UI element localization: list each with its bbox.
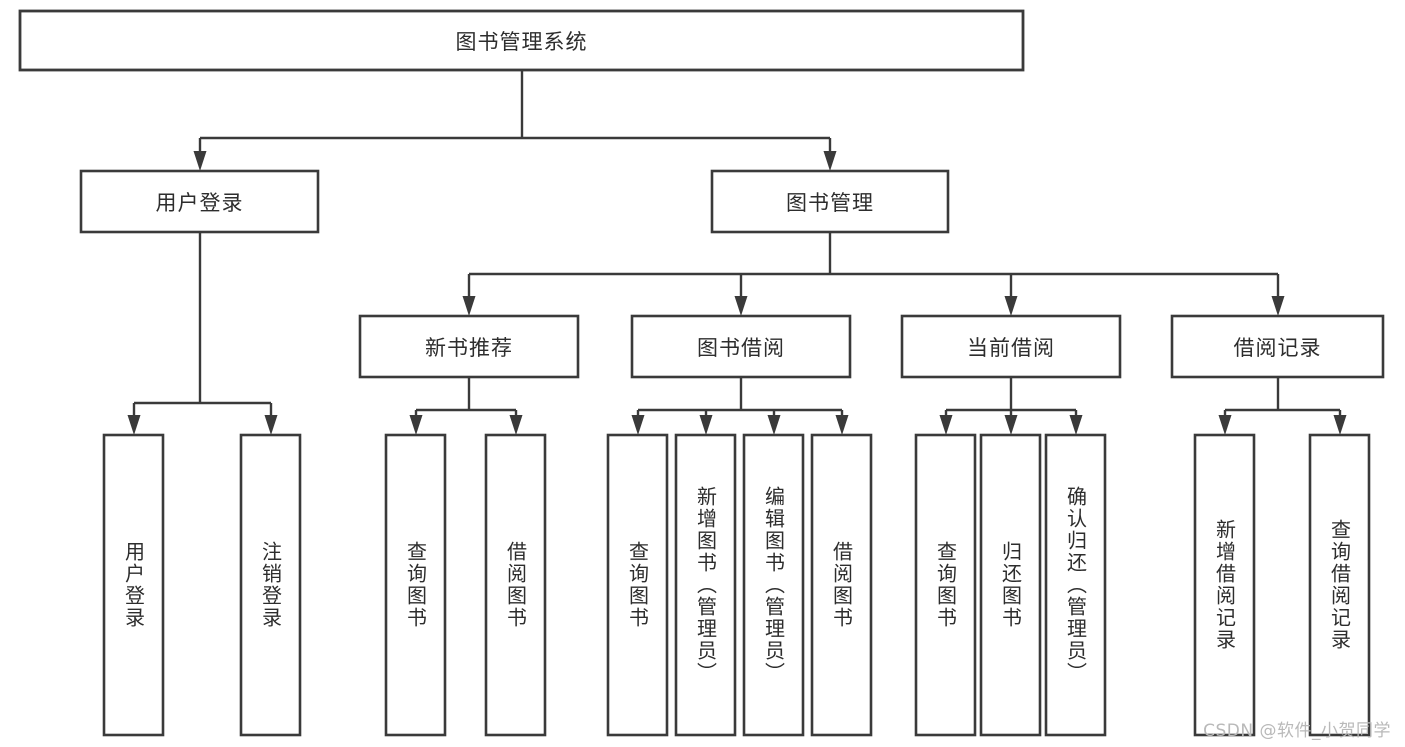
connector-arrowhead-leaf-query-borrow-record bbox=[1333, 415, 1347, 435]
leaf-node-box-leaf-edit-book-admin[interactable] bbox=[742, 433, 805, 737]
connector-arrowhead-leaf-confirm-return-admin bbox=[1069, 415, 1083, 435]
connector-group-new-book-recommend bbox=[409, 377, 523, 435]
node-box-current-borrow[interactable] bbox=[900, 314, 1122, 379]
connector-arrowhead-book-borrow bbox=[734, 296, 748, 316]
connector-arrowhead-book-management bbox=[823, 151, 837, 171]
connector-arrowhead-leaf-add-book-admin bbox=[699, 415, 713, 435]
connector-group-current-borrow bbox=[939, 377, 1083, 435]
connector-arrowhead-leaf-return-book bbox=[1004, 415, 1018, 435]
connector-arrowhead-leaf-add-borrow-record bbox=[1218, 415, 1232, 435]
leaf-node-box-leaf-confirm-return-admin[interactable] bbox=[1044, 433, 1107, 737]
connector-arrowhead-current-borrow bbox=[1004, 296, 1018, 316]
connector-arrowhead-leaf-logout-login bbox=[264, 415, 278, 435]
connector-arrowhead-leaf-query-book-current bbox=[939, 415, 953, 435]
connector-arrowhead-leaf-edit-book-admin bbox=[767, 415, 781, 435]
connector-group-book-borrow bbox=[631, 377, 849, 435]
connector-arrowhead-leaf-borrow-book bbox=[835, 415, 849, 435]
leaf-node-box-leaf-query-borrow-record[interactable] bbox=[1308, 433, 1371, 737]
connector-arrowhead-new-book-recommend bbox=[462, 296, 476, 316]
leaf-node-box-leaf-borrow-book-recommend[interactable] bbox=[484, 433, 547, 737]
connector-group-user-login bbox=[127, 232, 278, 435]
node-box-borrow-record[interactable] bbox=[1170, 314, 1385, 379]
leaf-node-box-leaf-query-book-recommend[interactable] bbox=[384, 433, 447, 737]
connector-group-book-management bbox=[462, 232, 1285, 316]
leaf-node-box-leaf-user-login[interactable] bbox=[102, 433, 165, 737]
leaf-node-box-leaf-return-book[interactable] bbox=[979, 433, 1042, 737]
node-box-user-login[interactable] bbox=[79, 169, 320, 234]
connector-arrowhead-borrow-record bbox=[1271, 296, 1285, 316]
leaf-node-box-leaf-add-borrow-record[interactable] bbox=[1193, 433, 1256, 737]
connector-arrowhead-user-login bbox=[193, 151, 207, 171]
connector-arrowhead-leaf-user-login bbox=[127, 415, 141, 435]
connector-arrowhead-leaf-query-book-recommend bbox=[409, 415, 423, 435]
leaf-node-box-leaf-borrow-book[interactable] bbox=[810, 433, 873, 737]
node-box-new-book-recommend[interactable] bbox=[358, 314, 580, 379]
node-box-book-management[interactable] bbox=[710, 169, 950, 234]
leaf-node-box-leaf-logout-login[interactable] bbox=[239, 433, 302, 737]
boxes-layer bbox=[18, 9, 1385, 737]
connector-arrowhead-leaf-query-book-borrow bbox=[631, 415, 645, 435]
connectors-layer bbox=[127, 70, 1347, 435]
node-box-root[interactable] bbox=[18, 9, 1025, 72]
connector-group-root bbox=[193, 70, 837, 171]
connector-arrowhead-leaf-borrow-book-recommend bbox=[509, 415, 523, 435]
leaf-node-box-leaf-query-book-borrow[interactable] bbox=[606, 433, 669, 737]
leaf-node-box-leaf-add-book-admin[interactable] bbox=[674, 433, 737, 737]
leaf-node-box-leaf-query-book-current[interactable] bbox=[914, 433, 977, 737]
watermark: CSDN @软件_小贺同学 bbox=[1203, 721, 1391, 741]
node-box-book-borrow[interactable] bbox=[630, 314, 852, 379]
connector-group-borrow-record bbox=[1218, 377, 1347, 435]
